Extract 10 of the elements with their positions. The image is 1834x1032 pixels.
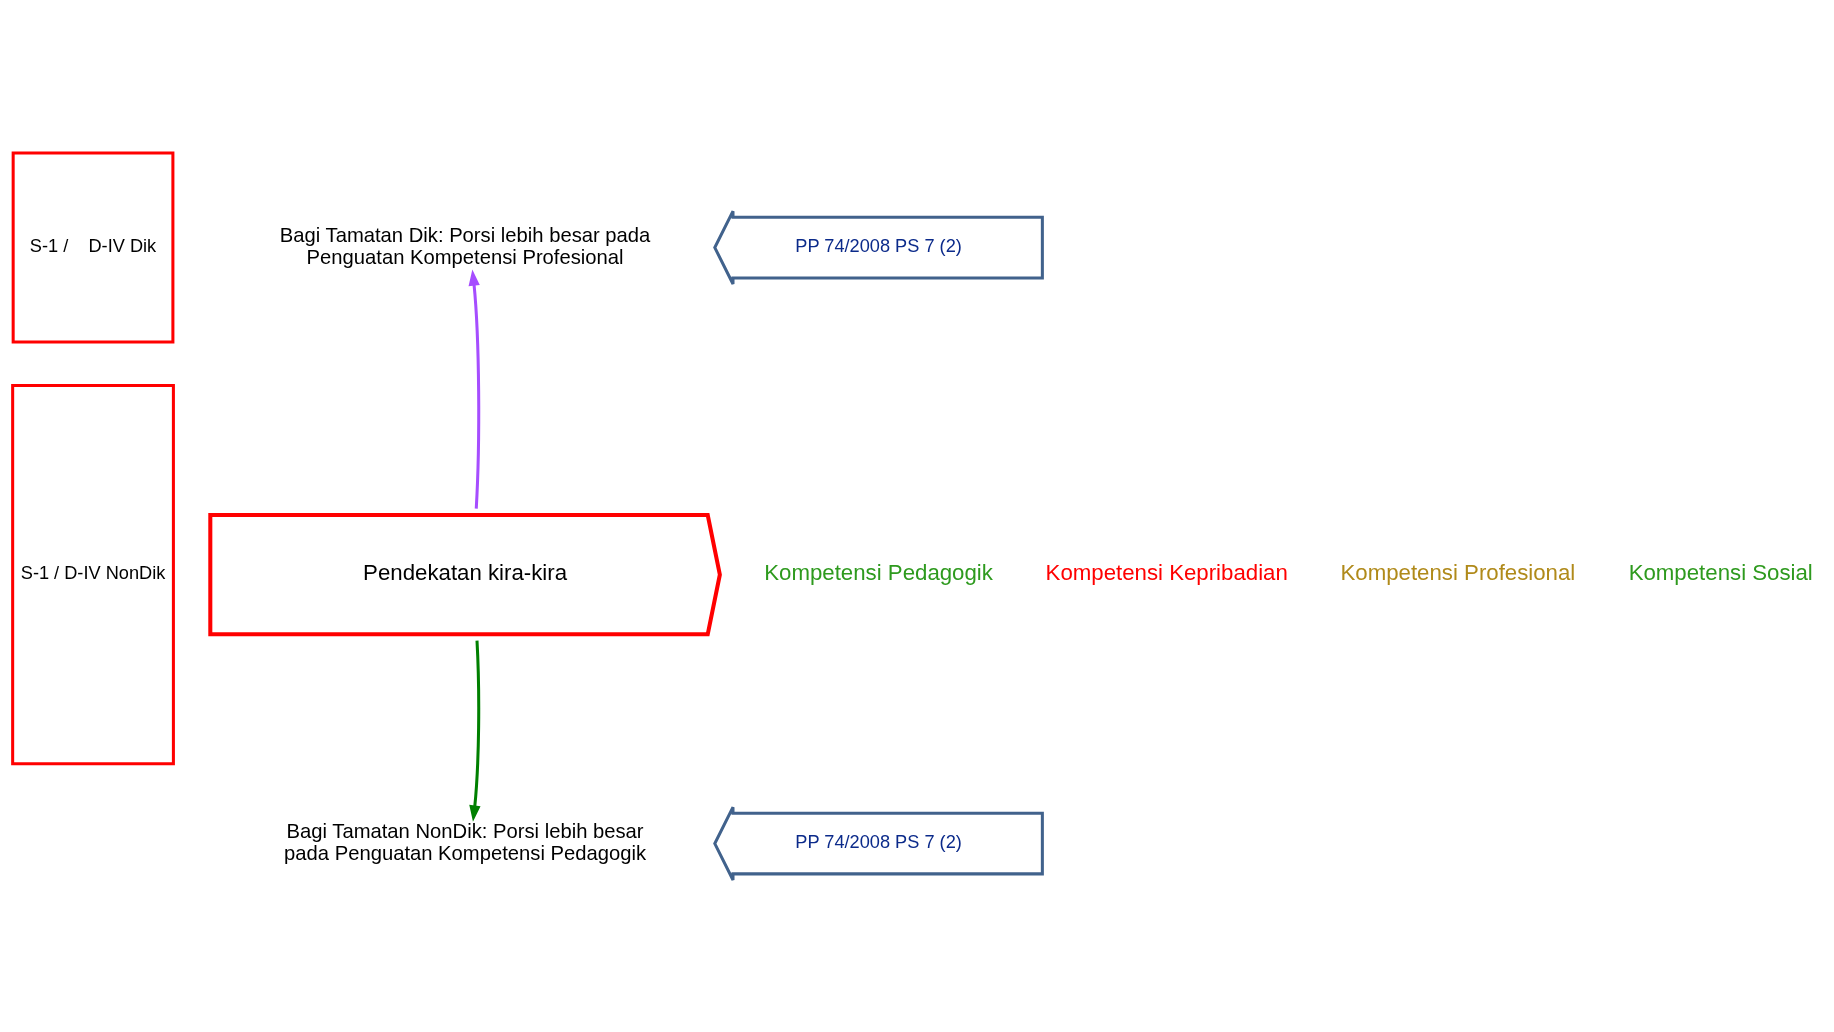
node-text: Bagi Tamatan NonDik: Porsi lebih besar pada Penguatan Kompetensi Pedagogik	[284, 818, 647, 864]
arrow	[468, 269, 481, 509]
arrow	[469, 640, 481, 822]
node-box: S-1 / D-IV Dik	[11, 151, 175, 344]
label: Kompetensi Sosial	[1628, 559, 1813, 585]
node-box: S-1 / D-IV NonDik	[11, 383, 175, 765]
node-text: Bagi Tamatan Dik: Porsi lebih besar pada Penguatan Kompetensi Profesional	[279, 223, 651, 268]
label: Kompetensi Profesional	[1340, 559, 1576, 585]
label: Kompetensi Pedagogik	[764, 559, 993, 585]
label: Kompetensi Kepribadian	[1045, 559, 1288, 585]
